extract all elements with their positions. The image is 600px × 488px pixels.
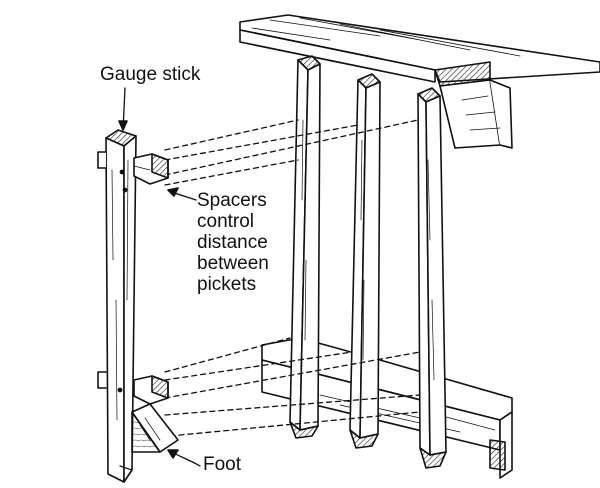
foot-block	[131, 403, 179, 453]
upper-spacer	[133, 153, 169, 185]
spacers-label-line-1: Spacers	[197, 190, 267, 211]
spacers-label-line-5: pickets	[197, 274, 257, 295]
picket-3	[417, 87, 447, 469]
foot-label: Foot	[203, 454, 242, 475]
lower-spacer	[133, 375, 169, 405]
gauge-stick-label: Gauge stick	[100, 64, 201, 85]
spacers-label-line-2: control	[197, 211, 255, 232]
alignment-lines	[164, 119, 421, 437]
picket-2	[349, 73, 381, 449]
gauge-stick	[97, 129, 137, 483]
picket-1	[289, 55, 321, 439]
top-rail	[239, 14, 600, 149]
spacers-label: Spacers control distance between pickets	[197, 190, 269, 295]
spacers-label-line-4: between	[197, 253, 269, 274]
spacers-label-line-3: distance	[197, 232, 268, 253]
